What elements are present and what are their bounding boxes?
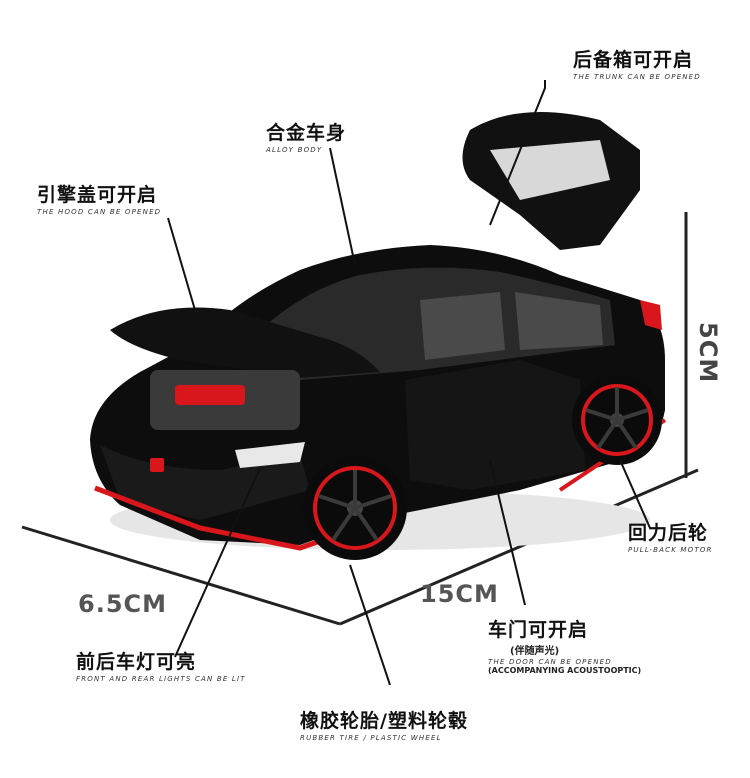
motor-label-cn: 回力后轮 — [628, 522, 709, 544]
callout-lights: 前后车灯可亮 FRONT AND REAR LIGHTS CAN BE LIT — [76, 647, 246, 683]
dimension-height: 5CM — [694, 322, 722, 384]
callout-motor: 回力后轮 PULL-BACK MOTOR — [628, 518, 713, 554]
hood-label-en: THE HOOD CAN BE OPENED — [37, 208, 162, 216]
hood-label-cn: 引擎盖可开启 — [37, 184, 158, 206]
motor-label-en: PULL-BACK MOTOR — [628, 546, 713, 554]
trunk-label-en: THE TRUNK CAN BE OPENED — [573, 73, 701, 81]
door-label-cn: 车门可开启 — [488, 619, 589, 641]
lights-label-en: FRONT AND REAR LIGHTS CAN BE LIT — [76, 675, 246, 683]
dimension-width: 6.5CM — [78, 590, 168, 618]
tire-label-cn: 橡胶轮胎/塑料轮毂 — [300, 710, 468, 732]
door-label-en: THE DOOR CAN BE OPENED — [488, 658, 612, 666]
car-illustration — [90, 112, 667, 560]
callout-hood: 引擎盖可开启 THE HOOD CAN BE OPENED — [37, 180, 161, 216]
body-label-cn: 合金车身 — [266, 122, 347, 144]
dimension-length: 15CM — [420, 580, 499, 608]
callout-lines — [167, 80, 651, 686]
tire-label-en: RUBBER TIRE / PLASTIC WHEEL — [300, 734, 442, 742]
callout-body: 合金车身 ALLOY BODY — [266, 118, 346, 154]
callout-tire: 橡胶轮胎/塑料轮毂 RUBBER TIRE / PLASTIC WHEEL — [300, 706, 468, 742]
door-label-sub: (伴随声光) — [510, 646, 560, 657]
callout-door: 车门可开启 (伴随声光) THE DOOR CAN BE OPENED (ACC… — [488, 615, 641, 675]
door-label-en2: (ACCOMPANYING ACOUSTOOPTIC) — [488, 666, 642, 675]
body-label-en: ALLOY BODY — [266, 146, 323, 154]
callout-trunk: 后备箱可开启 THE TRUNK CAN BE OPENED — [573, 45, 701, 81]
lights-label-cn: 前后车灯可亮 — [76, 651, 197, 673]
trunk-label-cn: 后备箱可开启 — [573, 49, 694, 71]
